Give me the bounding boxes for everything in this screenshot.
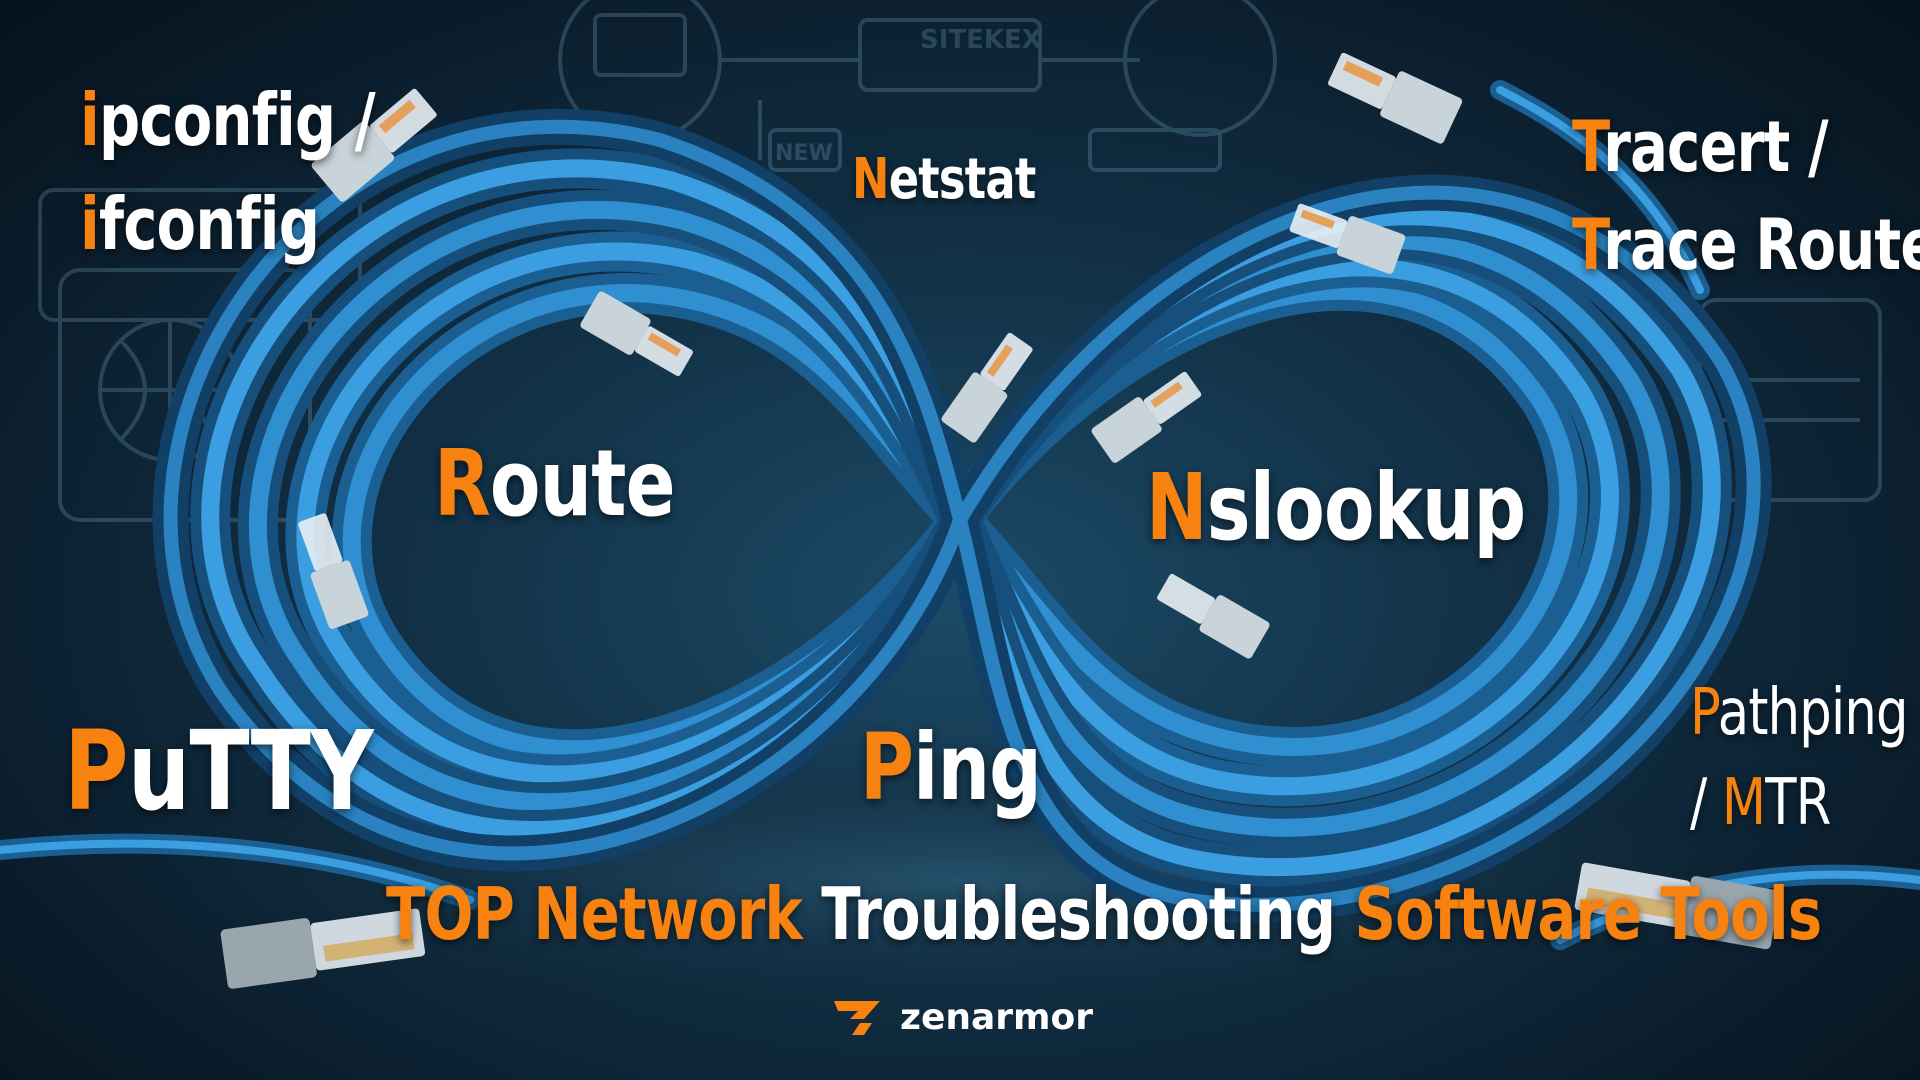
label-netstat: Netstat — [852, 147, 1036, 212]
brand-logo: zenarmor — [830, 994, 1093, 1040]
label-tracert-trace-route: Tracert / Trace Route — [1572, 98, 1920, 294]
brand-name: zenarmor — [900, 996, 1094, 1038]
label-ping: Ping — [860, 714, 1042, 821]
label-ipconfig-ifconfig: ipconfig / ifconfig — [80, 68, 376, 276]
banner-title: TOP Network Troubleshooting Software Too… — [386, 872, 1822, 956]
background-sign-new: NEW — [775, 141, 833, 166]
label-pathping-line2: / MTR — [1690, 766, 1831, 840]
label-tracert-line2: Trace Route — [1572, 204, 1920, 286]
label-putty: PuTTY — [64, 707, 374, 835]
label-nslookup: Nslookup — [1146, 454, 1526, 561]
zenarmor-logo-icon — [834, 1001, 880, 1035]
label-ipconfig-line1: ipconfig / — [80, 78, 376, 162]
background-sign-sitekex: SITEKEX — [920, 25, 1042, 55]
label-tracert-line1: Tracert / — [1572, 106, 1829, 188]
label-ipconfig-line2: ifconfig — [80, 182, 320, 266]
rj45-connectors — [220, 52, 1780, 989]
label-pathping-line1: Pathping — [1690, 676, 1909, 750]
label-pathping-mtr: Pathping / MTR — [1690, 668, 1909, 848]
label-route: Route — [434, 430, 676, 537]
